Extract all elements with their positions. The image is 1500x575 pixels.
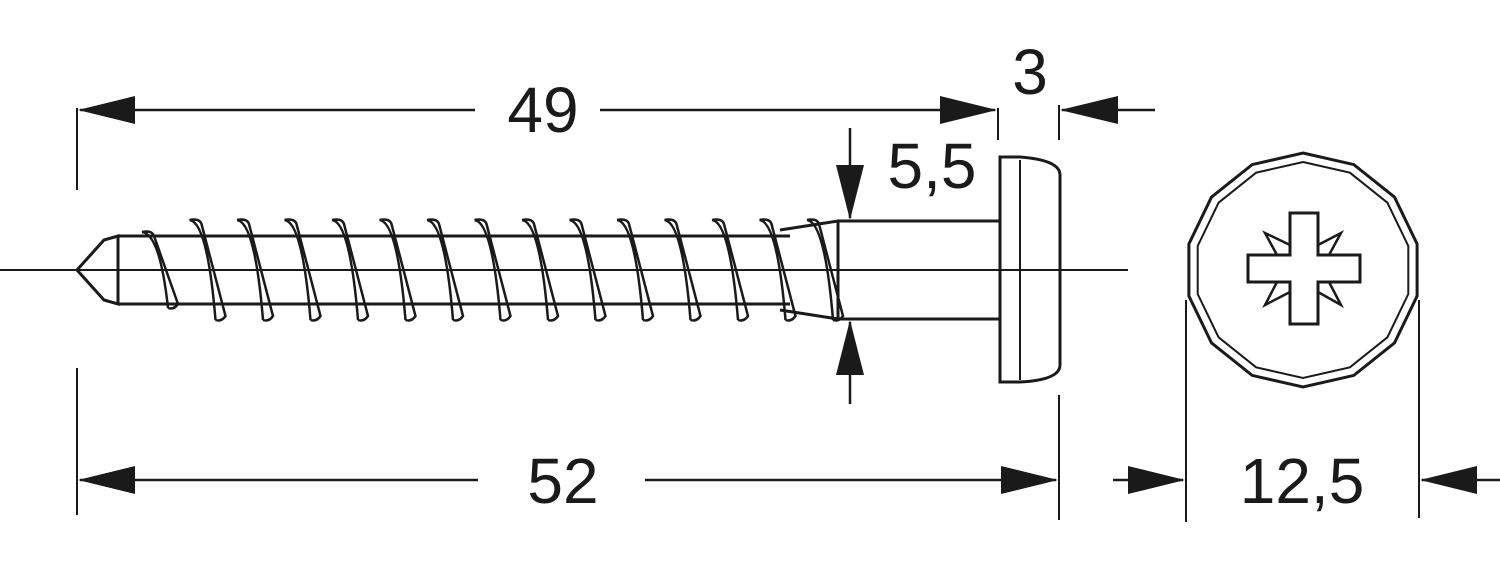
thread-crest (664, 218, 702, 322)
thread-crest (379, 218, 417, 322)
dimension-label-52: 52 (527, 445, 598, 517)
thread-crest (474, 218, 512, 322)
screw-head-top-view (1187, 151, 1419, 389)
head-outer-polygon (1187, 151, 1419, 389)
dimension-thread-length: 49 (76, 74, 999, 190)
thread-crest (189, 218, 227, 322)
screw-shank (836, 219, 1000, 321)
thread-crest (711, 218, 750, 322)
screw-tip (74, 234, 120, 306)
thread-crest (759, 218, 797, 322)
thread-crests (141, 218, 845, 322)
thread-crest (806, 218, 845, 322)
thread-crest (141, 230, 180, 310)
dimension-label-49: 49 (507, 74, 578, 146)
dimension-head-height: 3 (1012, 36, 1155, 140)
dimension-head-diameter: 12,5 (1113, 300, 1500, 522)
screw-side-view (74, 155, 1062, 384)
thread-crest (426, 218, 465, 322)
thread-crest (616, 218, 655, 322)
screw-head (998, 155, 1062, 384)
dimension-label-12-5: 12,5 (1240, 445, 1365, 517)
thread-crest (521, 218, 560, 322)
thread-crest (569, 218, 607, 322)
thread-crest (236, 218, 275, 322)
thread-crest (331, 218, 370, 322)
dimension-label-5-5: 5,5 (888, 130, 977, 202)
pozidriv-cross-icon (1246, 211, 1362, 326)
dimension-total-length: 52 (76, 368, 1060, 520)
dimension-shank-diameter: 5,5 (836, 128, 976, 404)
dimension-label-3: 3 (1012, 36, 1048, 108)
head-inner-polygon (1196, 160, 1410, 380)
thread-crest (284, 218, 322, 322)
